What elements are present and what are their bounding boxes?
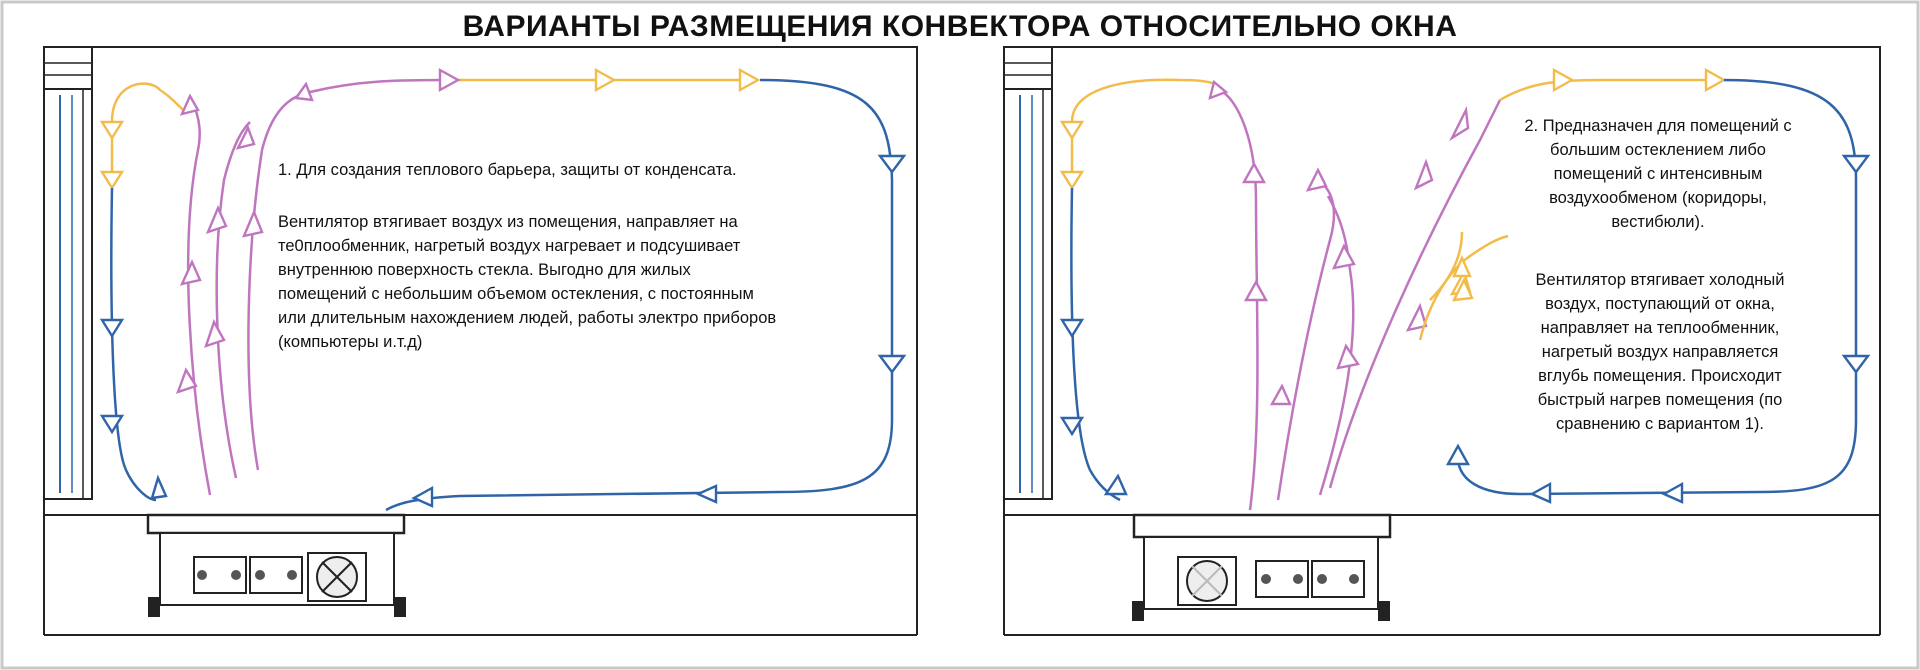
diagram-title: ВАРИАНТЫ РАЗМЕЩЕНИЯ КОНВЕКТОРА ОТНОСИТЕЛ… <box>462 10 1458 43</box>
panel-1-description: Вентилятор втягивает воздух из помещения… <box>278 213 777 351</box>
panel-2-label: 2. Предназначен для помещений с большим … <box>1524 117 1792 231</box>
panel-1-window <box>43 46 93 500</box>
panel-2-description: Вентилятор втягивает холодный воздух, по… <box>1535 271 1785 433</box>
panel-2-convector <box>1132 513 1392 621</box>
panel-2-window <box>1003 46 1053 500</box>
panel-1 <box>43 46 918 636</box>
panel-1-convector <box>146 513 406 617</box>
panel-2 <box>1003 46 1881 636</box>
panel-1-label: 1. Для создания теплового барьера, защит… <box>278 161 737 179</box>
